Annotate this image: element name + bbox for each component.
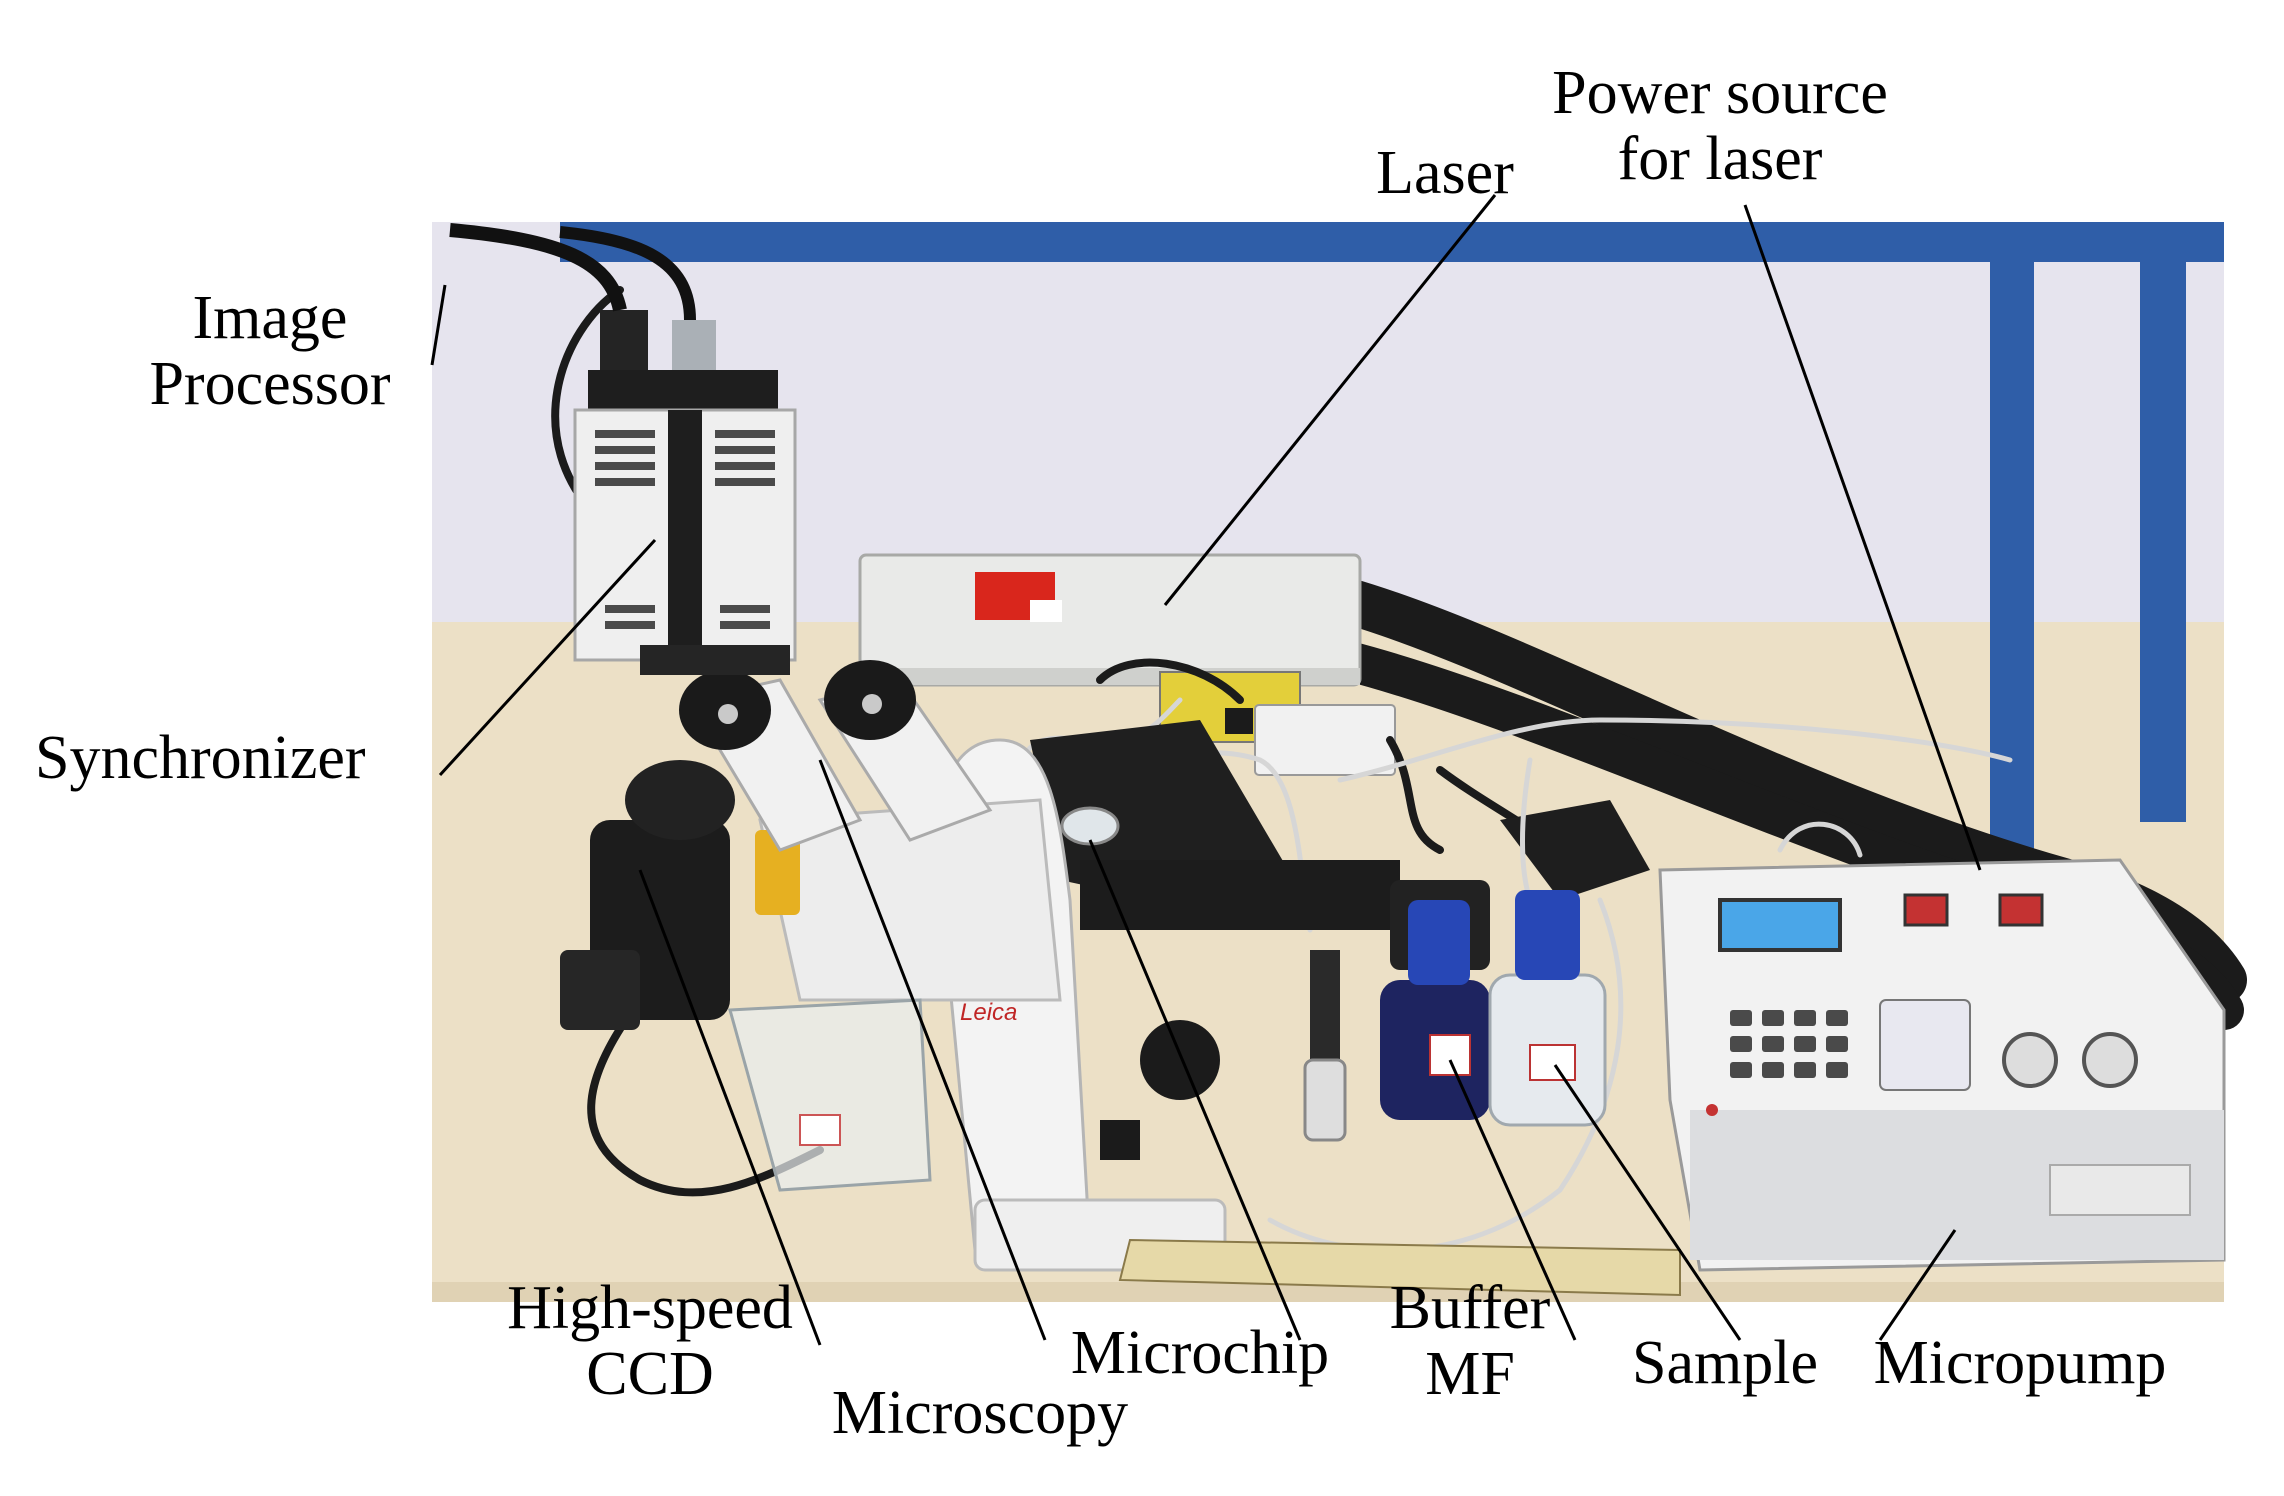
- microchip-label: Microchip: [1030, 1320, 1370, 1386]
- synchronizer-text: Synchronizer: [35, 724, 366, 792]
- micropump-text: Micropump: [1873, 1329, 2167, 1397]
- power-source-label: Power source for laser: [1520, 60, 1920, 192]
- mf-text: MF: [1425, 1340, 1515, 1408]
- image-processor-line-1: Image: [192, 284, 348, 352]
- high-speed-ccd-line-2: CCD: [586, 1340, 714, 1408]
- leader-lines: [430, 194, 1982, 1346]
- adapter-box: [1500, 800, 1650, 900]
- buffer-mf-label: Buffer MF: [1360, 1275, 1580, 1407]
- bench-edge: [432, 1282, 2224, 1302]
- laser-unit: [858, 553, 1362, 687]
- micropump-label: Micropump: [1850, 1330, 2190, 1396]
- high-speed-ccd-label: High-speed CCD: [480, 1275, 820, 1407]
- laser-label: Laser: [1345, 140, 1545, 206]
- power-source-line-2: for laser: [1617, 125, 1823, 193]
- high-speed-ccd-line-1: High-speed: [507, 1274, 793, 1342]
- microscopy-text: Microscopy: [831, 1379, 1129, 1447]
- power-source-line-1: Power source: [1552, 59, 1888, 127]
- sample-bottle: [1488, 890, 1607, 1127]
- image-processor-line-2: Processor: [149, 350, 391, 418]
- microchip-text: Microchip: [1070, 1319, 1330, 1387]
- image-processor-label: Image Processor: [120, 285, 420, 417]
- synchronizer-label: Synchronizer: [35, 725, 435, 791]
- micropump-unit: [1658, 858, 2226, 1272]
- microscope: Leica: [755, 738, 1227, 1272]
- ruler: [1118, 1238, 1681, 1297]
- microscopy-label: Microscopy: [800, 1380, 1160, 1446]
- sample-label: Sample: [1610, 1330, 1840, 1396]
- sample-text: Sample: [1632, 1329, 1818, 1397]
- shelf-frame: [560, 222, 2224, 902]
- laser-text: Laser: [1376, 139, 1514, 207]
- ccd-camera: [449, 223, 797, 675]
- eyepieces: [679, 660, 993, 852]
- svg-text:Leica: Leica: [960, 999, 1017, 1026]
- buffer-text: Buffer: [1389, 1274, 1551, 1342]
- beaker: [728, 998, 932, 1192]
